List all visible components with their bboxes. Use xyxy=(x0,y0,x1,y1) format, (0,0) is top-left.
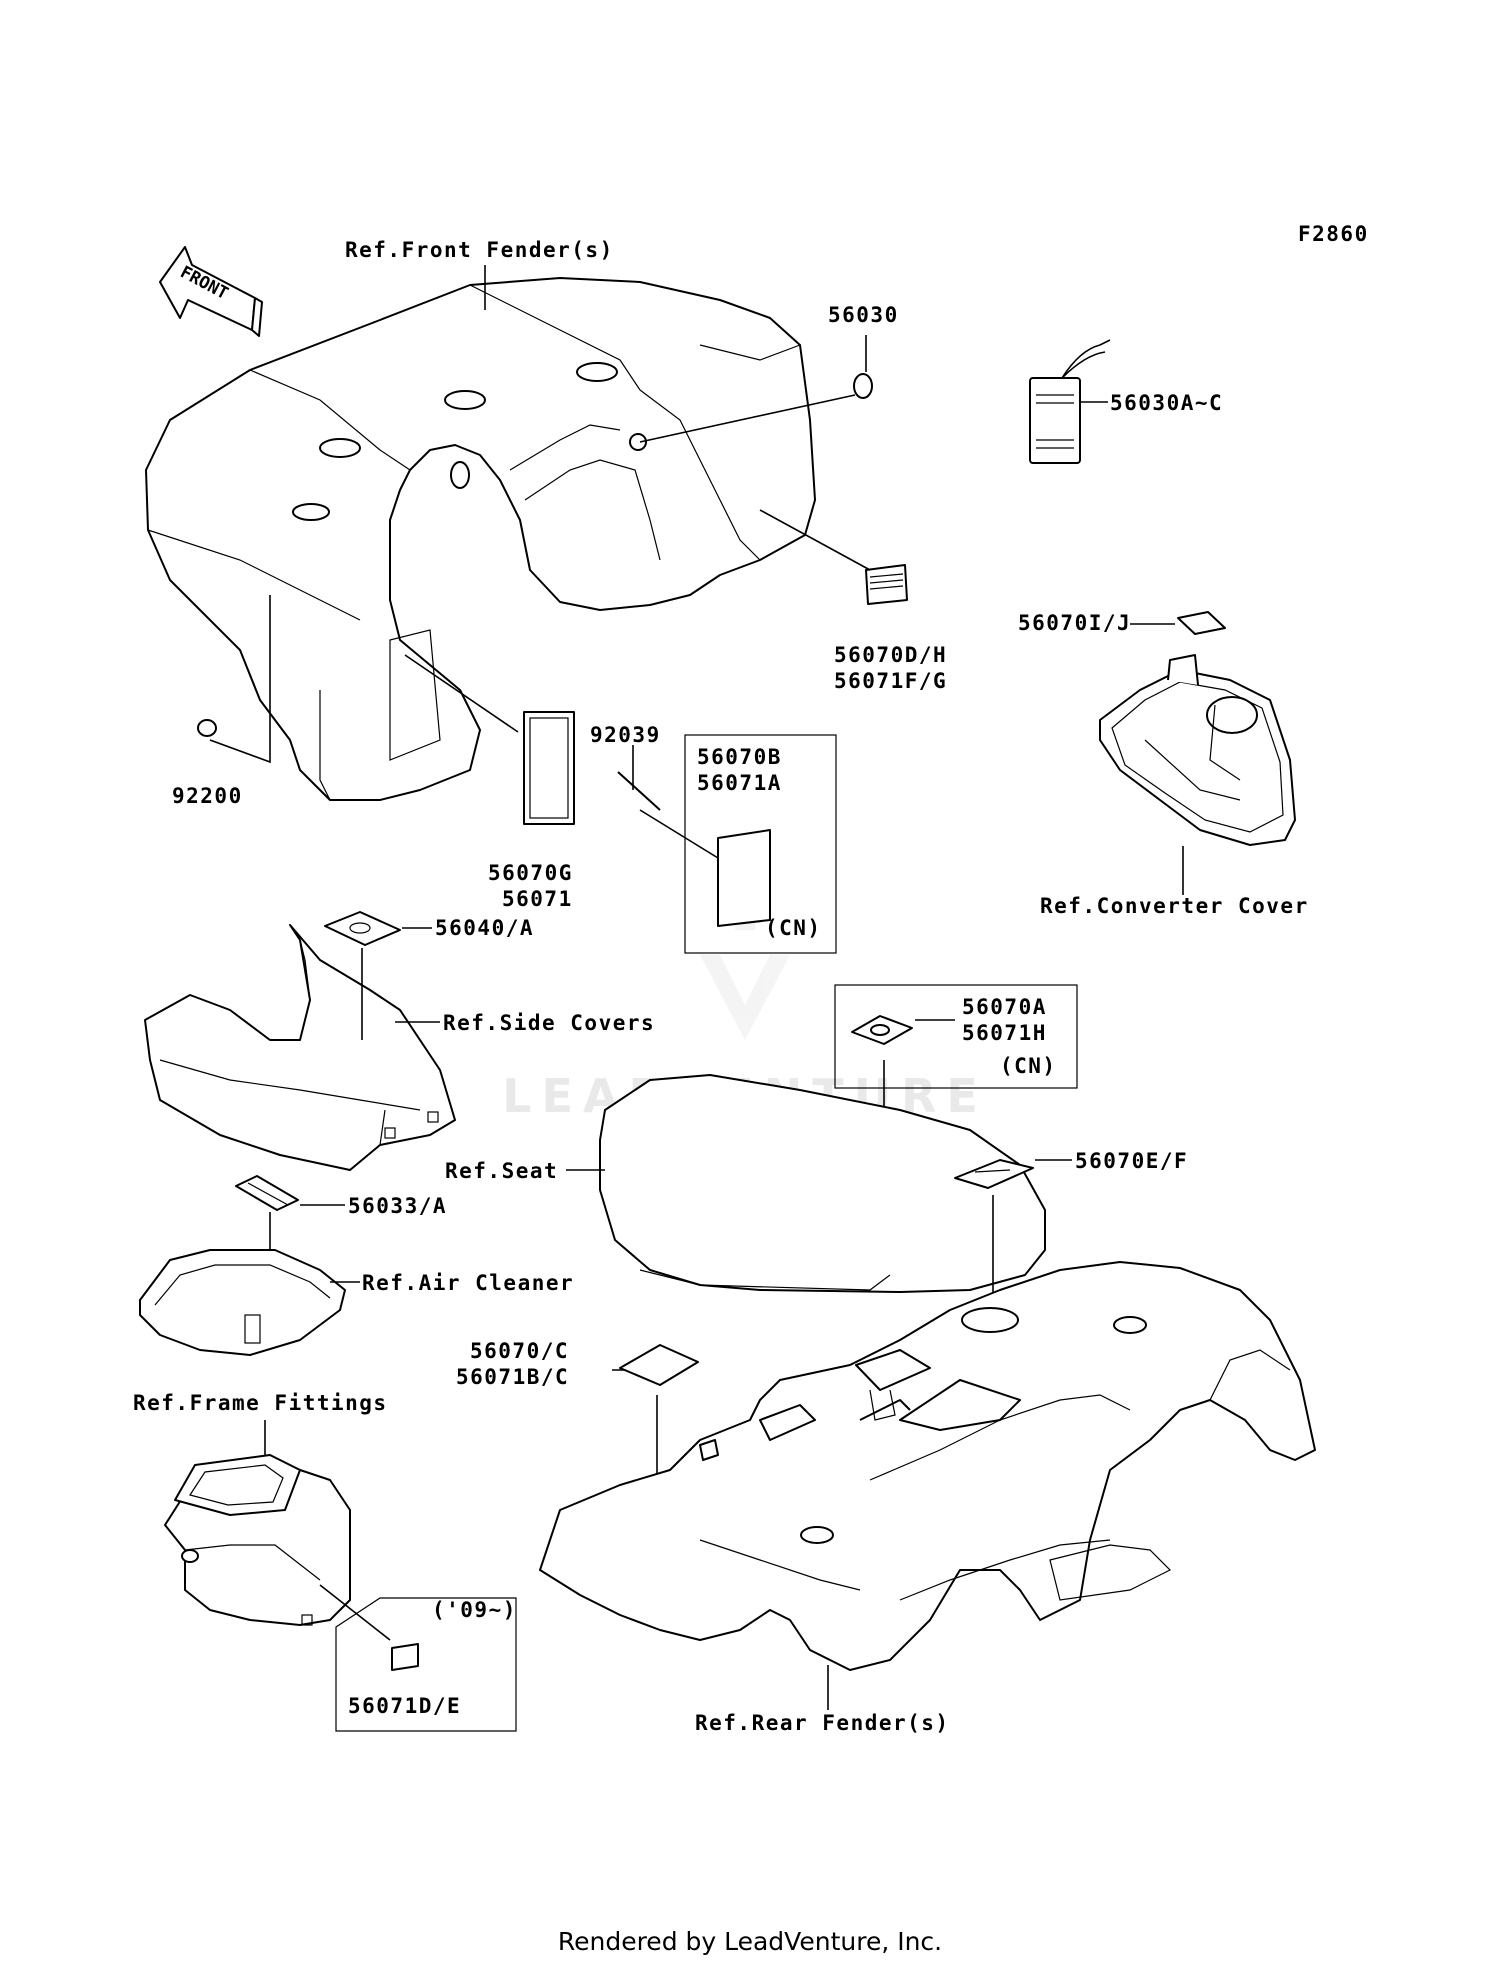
grommet-56030 xyxy=(853,373,873,399)
label-56070a: 56070A xyxy=(962,995,1047,1019)
label-56071bc: 56071B/C xyxy=(456,1365,569,1389)
label-56030: 56030 xyxy=(828,303,899,327)
label-front-fender: Ref.Front Fender(s) xyxy=(345,238,614,262)
leader-56030-b xyxy=(639,394,856,443)
label-56030ac: 56030A~C xyxy=(1110,391,1223,415)
side-covers xyxy=(144,924,456,1171)
label-56071de: 56071D/E xyxy=(348,1694,461,1718)
label-rear-fender: Ref.Rear Fender(s) xyxy=(695,1711,950,1735)
label-plate-56070g xyxy=(523,711,575,825)
label-56040a: 56040/A xyxy=(435,916,534,940)
leader-56070g xyxy=(404,654,519,733)
cn-box-56070a xyxy=(834,984,1078,1089)
footer-credit: Rendered by LeadVenture, Inc. xyxy=(558,1927,942,1956)
label-56070ef: 56070E/F xyxy=(1075,1149,1188,1173)
label-56071h: 56071H xyxy=(962,1021,1047,1045)
label-plate-56070b xyxy=(717,829,771,927)
label-92200: 92200 xyxy=(172,784,243,808)
year-box xyxy=(335,1597,517,1732)
label-plate-56070ef-line xyxy=(974,1169,1011,1173)
label-cn1: (CN) xyxy=(765,916,822,940)
rear-fender xyxy=(539,1261,1316,1671)
air-cleaner xyxy=(139,1249,346,1356)
label-plate-56070c xyxy=(619,1344,699,1386)
label-side-covers: Ref.Side Covers xyxy=(443,1011,655,1035)
label-plate-56070dh xyxy=(865,564,908,605)
label-56033a: 56033/A xyxy=(348,1194,447,1218)
frame-fittings xyxy=(164,1454,351,1626)
leader-92200 xyxy=(209,595,271,764)
leader-56070b xyxy=(639,809,719,859)
label-plate-56070a-mark xyxy=(870,1024,890,1036)
label-56071: 56071 xyxy=(502,887,573,911)
leader-56071de xyxy=(319,1584,391,1641)
label-plate-56040-mark xyxy=(349,922,371,934)
label-56071a: 56071A xyxy=(697,771,782,795)
label-seat: Ref.Seat xyxy=(445,1159,558,1183)
converter-cover xyxy=(1099,654,1296,846)
label-56070dh: 56070D/H xyxy=(834,643,947,667)
label-56071fg: 56071F/G xyxy=(834,669,947,693)
tag-56030a-c xyxy=(1029,339,1111,464)
label-plate-56070ij xyxy=(1177,611,1226,635)
label-56070b: 56070B xyxy=(697,745,782,769)
label-converter-cover: Ref.Converter Cover xyxy=(1040,894,1309,918)
clip-92200 xyxy=(197,719,217,737)
label-92039: 92039 xyxy=(590,723,661,747)
leader-56070dh xyxy=(759,509,871,571)
label-frame-fittings: Ref.Frame Fittings xyxy=(133,1391,388,1415)
label-plate-56070ef xyxy=(954,1159,1034,1189)
seat xyxy=(599,1074,1046,1293)
label-plate-56040 xyxy=(324,911,401,946)
label-56070g: 56070G xyxy=(488,861,573,885)
label-plate-56033-line xyxy=(247,1182,289,1206)
front-arrow-icon: FRONT xyxy=(159,246,263,337)
label-cn2: (CN) xyxy=(1000,1054,1057,1078)
label-56070ij: 56070I/J xyxy=(1018,611,1131,635)
figure-code: F2860 xyxy=(1298,222,1369,246)
cn-box-56070b xyxy=(684,734,837,954)
label-air-cleaner: Ref.Air Cleaner xyxy=(362,1271,574,1295)
label-plate-56071de xyxy=(391,1643,419,1671)
label-56070c: 56070/C xyxy=(470,1339,569,1363)
front-fender xyxy=(145,277,816,801)
rivet-92039 xyxy=(617,771,661,811)
label-year09: ('09~) xyxy=(432,1598,517,1622)
